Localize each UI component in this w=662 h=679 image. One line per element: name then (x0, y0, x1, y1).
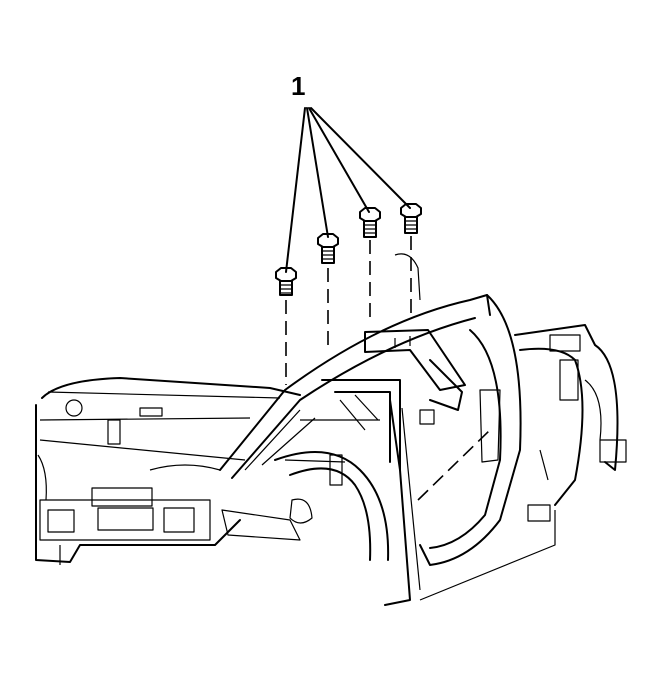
bolt-icon (400, 203, 422, 234)
rear-body-section (514, 324, 627, 522)
bolt-icon (317, 233, 339, 264)
bolt-icon (359, 207, 381, 238)
callout-leader-lines (285, 107, 411, 273)
instrument-panel-structure (35, 377, 301, 565)
reinforcement-bracket (364, 329, 466, 425)
inner-panel-lines (300, 379, 491, 501)
wheelhouse (221, 451, 390, 561)
callout-label-1: 1 (291, 71, 305, 101)
installation-path-lines (285, 236, 412, 385)
bolt-icon (275, 267, 297, 296)
windshield-frame (219, 253, 491, 479)
